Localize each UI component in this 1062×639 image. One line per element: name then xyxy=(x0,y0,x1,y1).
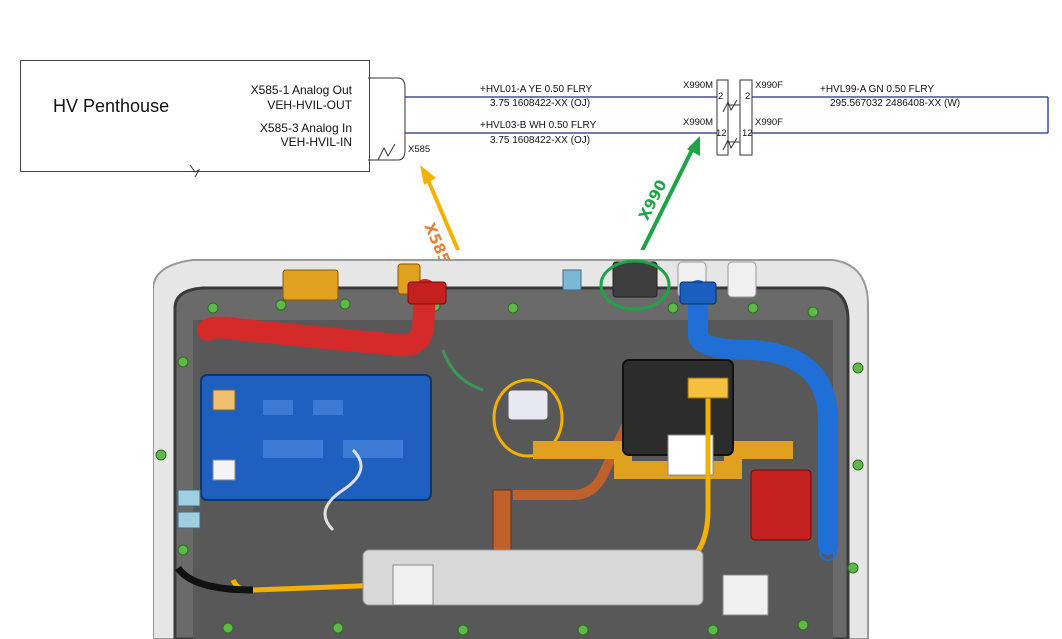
cable-end-ring xyxy=(819,543,837,561)
signal-2-pin-label: X585-3 Analog In xyxy=(259,121,352,135)
board-white-connector xyxy=(212,459,236,481)
wire-hvl03-spec: +HVL03-B WH 0.50 FLRY xyxy=(480,120,597,131)
x585-callout-arrow-shaft xyxy=(426,179,461,250)
wire-hvl99-detail: 295.567032 2486408-XX (W) xyxy=(830,98,961,109)
x990-inline-connector xyxy=(716,79,753,156)
x585-highlight-ring xyxy=(492,378,564,458)
fuse-block xyxy=(750,469,812,541)
bottom-clamp-2 xyxy=(722,574,769,616)
busbar-terminal xyxy=(492,489,512,551)
board-orange-connector xyxy=(212,389,236,411)
hv-control-board xyxy=(200,374,432,501)
x585-callout-arrowhead xyxy=(420,165,436,185)
x990f-pin-12: 12 xyxy=(742,128,753,139)
green-wire xyxy=(441,349,484,392)
hv-penthouse-illustration xyxy=(153,259,869,639)
x990f-pin-2: 2 xyxy=(745,91,751,102)
wire-hvl03-detail: 3.75 1608422-XX (OJ) xyxy=(490,135,591,146)
hv-penthouse-module-box xyxy=(20,60,370,172)
x990-highlight-ring xyxy=(599,259,671,311)
x585-break-mark xyxy=(377,143,396,161)
board-components xyxy=(263,400,403,458)
x585-connector-outline xyxy=(368,77,406,161)
x990m-pin-2: 2 xyxy=(718,91,724,102)
white-gland-2 xyxy=(727,261,757,298)
hv-negative-terminal xyxy=(679,281,717,305)
left-connector-2 xyxy=(177,511,201,529)
x990m-label-top: X990M xyxy=(683,80,714,91)
top-blue-plug xyxy=(562,269,582,291)
box-break-mark xyxy=(189,164,201,178)
x990-callout-arrowhead-top xyxy=(687,136,700,156)
signal-1-pin-label: X585-1 Analog Out xyxy=(250,83,352,97)
hv-negative-cable xyxy=(688,280,838,555)
bottom-clamp-1 xyxy=(392,564,434,606)
left-connector-1 xyxy=(177,489,201,507)
signal-1-name: VEH-HVIL-OUT xyxy=(267,98,352,112)
module-title: HV Penthouse xyxy=(53,96,170,116)
x585-connector-body xyxy=(507,389,549,421)
schematic-linework xyxy=(189,77,1049,250)
x990m-label-bottom: X990M xyxy=(683,117,714,128)
x990f-label-top: X990F xyxy=(755,80,783,91)
hv-positive-cable xyxy=(197,279,436,357)
harness-connector xyxy=(687,377,729,399)
white-wire xyxy=(323,448,363,532)
hv-positive-terminal xyxy=(407,281,447,305)
bottom-carrier xyxy=(362,549,704,606)
black-cable xyxy=(175,565,254,594)
copper-busbar xyxy=(513,387,648,500)
wire-hvl01-detail: 3.75 1608422-XX (OJ) xyxy=(490,98,591,109)
x990-connector-body xyxy=(612,261,658,298)
wire-hvl01-spec: +HVL01-A YE 0.50 FLRY xyxy=(480,84,593,95)
signal-2-name: VEH-HVIL-IN xyxy=(280,135,352,149)
x585-connector-label: X585 xyxy=(408,144,431,155)
x990f-label-bottom: X990F xyxy=(755,117,783,128)
x990-callout-arrow-shaft xyxy=(640,149,694,250)
wire-hvl99-spec: +HVL99-A GN 0.50 FLRY xyxy=(820,84,935,95)
top-yellow-connector xyxy=(282,269,339,301)
x990m-pin-12: 12 xyxy=(716,128,727,139)
